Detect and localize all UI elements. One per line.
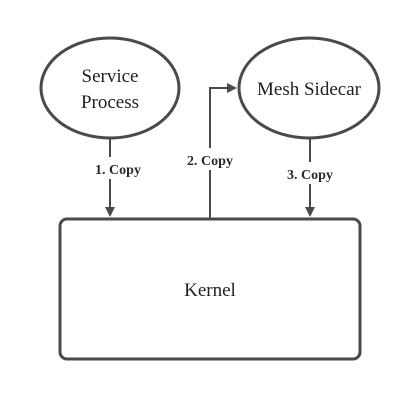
kernel-label: Kernel xyxy=(184,280,236,301)
service-process-ellipse xyxy=(39,36,181,140)
service-process-node: Service Process xyxy=(39,36,181,140)
mesh-sidecar-label: Mesh Sidecar xyxy=(257,79,362,100)
edge-copy-3: 3. Copy xyxy=(276,139,344,217)
edge-copy-3-label: 3. Copy xyxy=(287,168,333,183)
edge-copy-2: 2. Copy xyxy=(176,83,244,219)
mesh-sidecar-ellipse xyxy=(237,36,381,140)
mesh-sidecar-node: Mesh Sidecar xyxy=(237,36,381,140)
edge-copy-2-arrow xyxy=(209,83,237,219)
service-process-label-line1: Service xyxy=(82,66,139,87)
edge-copy-1: 1. Copy xyxy=(84,138,152,217)
edge-copy-2-label: 2. Copy xyxy=(187,154,233,169)
service-process-label-line2: Process xyxy=(81,92,139,113)
kernel-node: Kernel xyxy=(58,217,362,361)
edge-copy-1-label: 1. Copy xyxy=(95,163,141,178)
